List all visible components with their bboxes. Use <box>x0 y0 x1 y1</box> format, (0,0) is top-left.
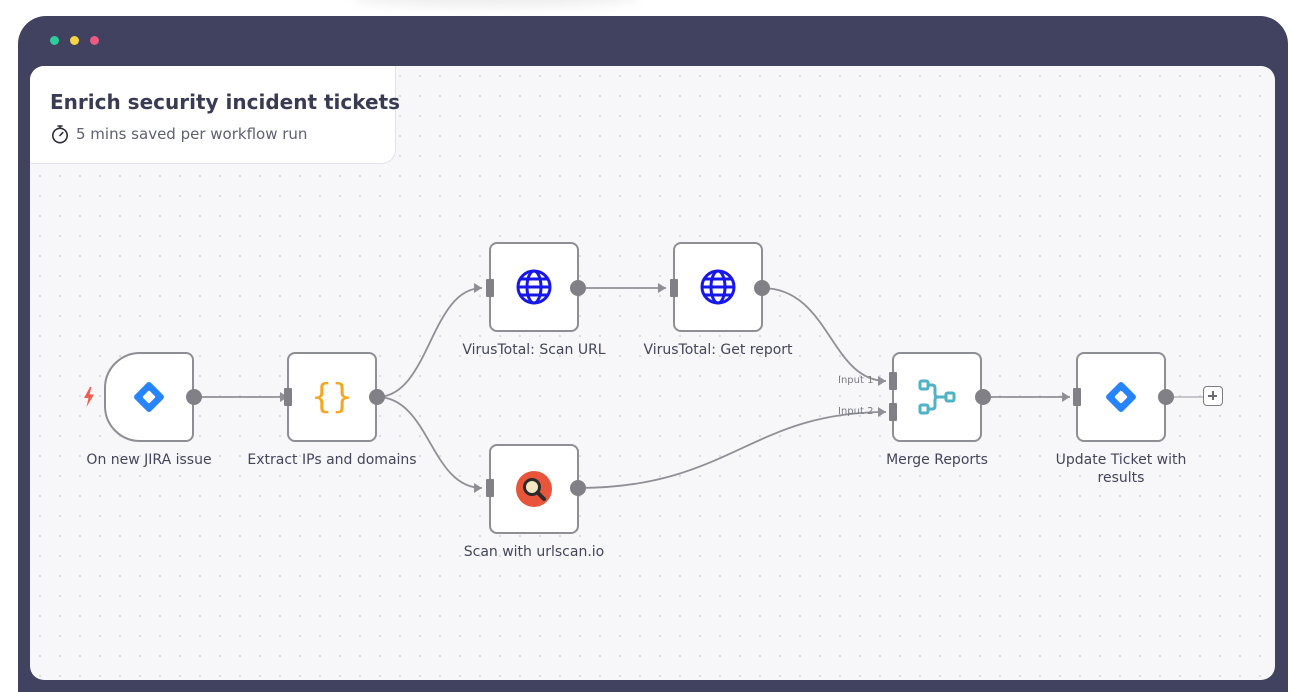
node-label: Merge Reports <box>886 452 988 468</box>
add-node-button[interactable] <box>1203 386 1223 406</box>
node-label: Extract IPs and domains <box>247 452 417 468</box>
node-on-new-jira-issue[interactable] <box>104 352 194 442</box>
output-port[interactable] <box>369 389 385 405</box>
node-virustotal-scan-url[interactable] <box>489 242 579 332</box>
stopwatch-icon <box>52 125 68 144</box>
workflow-info-card: Enrich security incident tickets 5 mins … <box>30 66 400 164</box>
time-saved-text: 5 mins saved per workflow run <box>76 125 308 143</box>
output-port[interactable] <box>754 280 770 296</box>
workflow-canvas[interactable]: Enrich security incident tickets 5 mins … <box>30 66 1275 680</box>
connection-urlscan-merge <box>577 411 887 489</box>
connection-extract-urlscan <box>376 396 483 489</box>
merge-icon <box>918 379 956 415</box>
node-label: Update Ticket with results <box>1055 452 1187 486</box>
arrowhead <box>474 283 482 293</box>
node-update-ticket[interactable] <box>1076 352 1166 442</box>
output-port[interactable] <box>186 389 202 405</box>
app-window: Enrich security incident tickets 5 mins … <box>18 16 1288 692</box>
top-shadow <box>350 0 640 6</box>
output-port[interactable] <box>975 389 991 405</box>
arrowhead <box>1062 392 1070 402</box>
output-port[interactable] <box>570 280 586 296</box>
connection-vtreport-merge <box>761 287 887 382</box>
code-braces-icon: {} <box>311 377 353 417</box>
node-label: VirusTotal: Scan URL <box>462 342 606 358</box>
arrowhead <box>474 483 482 493</box>
globe-icon <box>700 269 736 305</box>
input-2-label: Input 2 <box>838 406 874 417</box>
urlscan-icon <box>516 471 552 507</box>
connection-extract-vtscan <box>376 287 483 398</box>
node-extract-ips-domains[interactable]: {} <box>287 352 377 442</box>
node-label: VirusTotal: Get report <box>643 342 793 358</box>
connections <box>194 283 1203 493</box>
workflow-title: Enrich security incident tickets <box>50 90 401 114</box>
output-port[interactable] <box>1158 389 1174 405</box>
arrowhead <box>658 283 666 293</box>
output-port[interactable] <box>570 480 586 496</box>
window-dot-yellow[interactable] <box>70 36 79 45</box>
globe-icon <box>516 269 552 305</box>
node-scan-urlscan[interactable] <box>489 444 579 534</box>
jira-icon <box>1106 382 1136 412</box>
input-port[interactable] <box>670 279 678 297</box>
input-port-2[interactable] <box>889 403 897 421</box>
arrowhead <box>878 407 886 417</box>
input-port[interactable] <box>1073 388 1081 406</box>
window-dot-red[interactable] <box>90 36 99 45</box>
arrowhead <box>878 376 886 386</box>
lightning-bolt-icon <box>84 387 94 407</box>
node-label: Scan with urlscan.io <box>463 544 605 560</box>
node-label: On new JIRA issue <box>86 452 212 468</box>
window-dot-green[interactable] <box>50 36 59 45</box>
input-1-label: Input 1 <box>838 375 874 386</box>
input-port-1[interactable] <box>889 372 897 390</box>
node-merge-reports[interactable] <box>892 352 982 442</box>
jira-icon <box>134 382 164 412</box>
input-port[interactable] <box>486 479 494 497</box>
input-port[interactable] <box>284 388 292 406</box>
node-virustotal-get-report[interactable] <box>673 242 763 332</box>
input-port[interactable] <box>486 279 494 297</box>
